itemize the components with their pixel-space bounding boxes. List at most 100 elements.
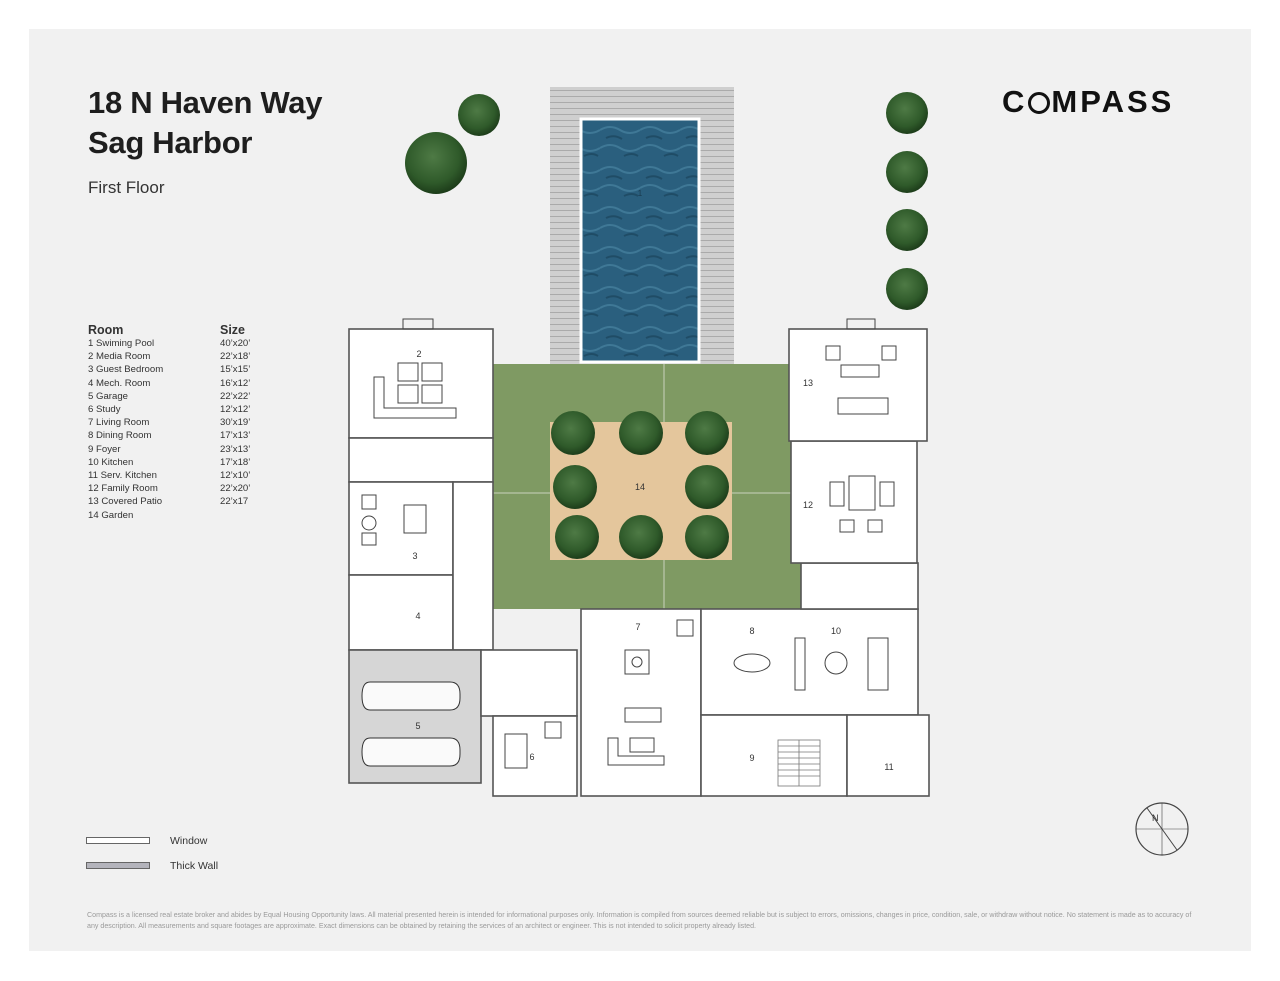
tree-icon xyxy=(886,92,928,134)
room-number-family: 12 xyxy=(803,500,813,510)
study xyxy=(492,715,578,797)
guest-bedroom xyxy=(348,481,454,576)
room-row: 6 Study 12’x12’ xyxy=(88,403,280,416)
room-row: 5 Garage 22’x22’ xyxy=(88,390,280,403)
dining-kitchen xyxy=(700,608,919,716)
room-row: 12 Family Room 22’x20’ xyxy=(88,482,280,495)
room-name: 14 Garden xyxy=(88,509,134,521)
room-number-garage: 5 xyxy=(415,721,420,731)
room-size: 22’x22’ xyxy=(220,390,251,402)
room-number-media: 2 xyxy=(416,349,421,359)
tree-icon xyxy=(619,515,663,559)
room-number-guest: 3 xyxy=(412,551,417,561)
covered-patio xyxy=(788,328,928,442)
room-name: 12 Family Room xyxy=(88,483,158,495)
tree-icon xyxy=(886,268,928,310)
building-walls xyxy=(348,328,930,797)
room-name: 2 Media Room xyxy=(88,351,151,363)
room-name: 4 Mech. Room xyxy=(88,377,151,389)
room-size: 22’x17 xyxy=(220,496,249,508)
compass-north-label: N xyxy=(1152,813,1159,823)
room-row: 10 Kitchen 17’x18’ xyxy=(88,456,280,469)
window-swatch xyxy=(86,837,150,844)
tree-icon-group xyxy=(405,92,928,559)
tree-icon xyxy=(405,132,467,194)
room-name: 11 Serv. Kitchen xyxy=(88,470,157,482)
legal-disclaimer: Compass is a licensed real estate broker… xyxy=(87,911,1192,930)
room-row: 11 Serv. Kitchen 12’x10’ xyxy=(88,469,280,482)
address-title: 18 N Haven Way Sag Harbor xyxy=(88,83,322,163)
room-number-living: 7 xyxy=(635,622,640,632)
address-line-2: Sag Harbor xyxy=(88,125,253,160)
logo-circle-icon xyxy=(1028,92,1051,114)
address-line-1: 18 N Haven Way xyxy=(88,85,323,120)
room-size: 16’x12’ xyxy=(220,377,251,389)
room-number-labels: 2 3 4 5 6 7 8 9 10 11 12 13 xyxy=(412,349,893,772)
room-number-kitchen: 10 xyxy=(831,626,841,636)
room-table-header: Room Size xyxy=(88,323,280,337)
room-name: 10 Kitchen xyxy=(88,456,134,468)
media-room xyxy=(348,328,494,439)
size-column-header: Size xyxy=(220,323,246,337)
room-row: 9 Foyer 23’x13’ xyxy=(88,443,280,456)
floor-name: First Floor xyxy=(88,178,165,197)
foyer xyxy=(700,714,848,797)
tree-icon xyxy=(685,465,729,509)
room-number-pool: 1 xyxy=(638,189,643,198)
tree-icon xyxy=(619,411,663,455)
stairs xyxy=(777,739,821,787)
thick-wall-swatch xyxy=(86,862,150,869)
tree-icon xyxy=(555,515,599,559)
room-row: 13 Covered Patio 22’x17 xyxy=(88,495,280,508)
mech-room xyxy=(348,574,454,651)
serv-kitchen xyxy=(846,714,930,797)
room-name: 3 Guest Bedroom xyxy=(88,364,164,376)
room-size: 22’x20’ xyxy=(220,483,251,495)
room-name: 7 Living Room xyxy=(88,417,150,429)
logo-text-left: C xyxy=(1002,84,1028,119)
room-size: 15’x15’ xyxy=(220,364,251,376)
room-size: 40’x20’ xyxy=(220,338,251,349)
room-number-dining: 8 xyxy=(749,626,754,636)
room-row: 4 Mech. Room 16’x12’ xyxy=(88,377,280,390)
room-row: 3 Guest Bedroom 15’x15’ xyxy=(88,363,280,376)
room-name: 13 Covered Patio xyxy=(88,496,163,508)
room-row: 14 Garden xyxy=(88,509,280,522)
tree-icon xyxy=(553,465,597,509)
tree-icon xyxy=(551,411,595,455)
room-number-study: 6 xyxy=(529,752,534,762)
room-size: 12’x12’ xyxy=(220,404,251,416)
room-size: 12’x10’ xyxy=(220,470,251,482)
tree-icon xyxy=(458,94,500,136)
legend-window-label: Window xyxy=(170,835,208,847)
room-size: 17’x18’ xyxy=(220,456,251,468)
room-number-patio: 13 xyxy=(803,378,813,388)
room-size: 22’x18’ xyxy=(220,351,251,363)
living-room xyxy=(580,608,702,797)
furniture xyxy=(361,318,897,769)
room-number-mech: 4 xyxy=(415,611,420,621)
legend-thick-wall-label: Thick Wall xyxy=(170,860,219,872)
room-row: 2 Media Room 22’x18’ xyxy=(88,350,280,363)
room-size: 30’x19’ xyxy=(220,417,251,429)
compass-rose-icon: N xyxy=(1135,802,1189,856)
room-name: 8 Dining Room xyxy=(88,430,152,442)
room-name: 6 Study xyxy=(88,404,121,416)
room-number-foyer: 9 xyxy=(749,753,754,763)
tree-icon xyxy=(886,151,928,193)
logo-text-right: MPASS xyxy=(1051,84,1175,119)
room-row: 7 Living Room 30’x19’ xyxy=(88,416,280,429)
room-number-serv: 11 xyxy=(884,762,893,772)
room-name: 9 Foyer xyxy=(88,443,121,455)
room-number-garden: 14 xyxy=(635,482,645,492)
room-name: 5 Garage xyxy=(88,390,129,402)
tree-icon xyxy=(685,515,729,559)
room-size: 23’x13’ xyxy=(220,443,251,455)
swimming-pool xyxy=(579,117,701,364)
tree-icon xyxy=(886,209,928,251)
room-column-header: Room xyxy=(88,323,124,337)
